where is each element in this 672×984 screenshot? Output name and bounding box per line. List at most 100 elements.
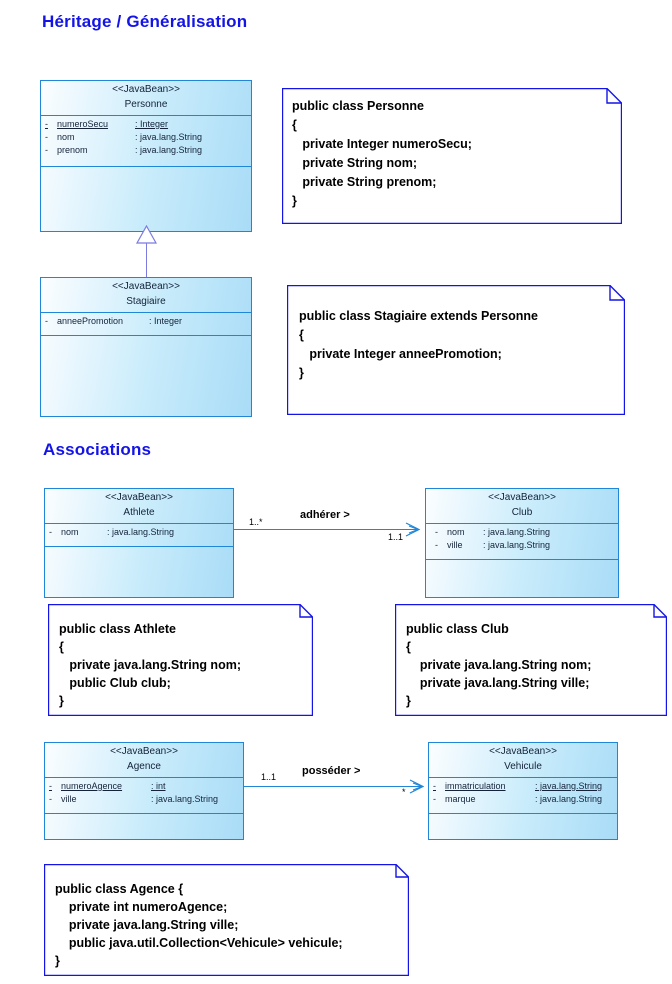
attribute-visibility: - — [45, 145, 48, 155]
attribute-row: - marque : java.lang.String — [429, 793, 617, 806]
attribute-visibility: - — [45, 316, 48, 326]
note-code-text: public class Club { private java.lang.St… — [406, 622, 592, 708]
attribute-type: : java.lang.String — [151, 794, 219, 804]
attribute-type: : java.lang.String — [483, 527, 551, 537]
note-code-text: public class Stagiaire extends Personne … — [299, 309, 538, 380]
note-code-text: public class Agence { private int numero… — [55, 882, 343, 968]
association-multiplicity-target-posseder: * — [402, 787, 406, 797]
attribute-visibility: - — [435, 527, 438, 537]
association-multiplicity-source-posseder: 1..1 — [261, 772, 277, 782]
attribute-row: - numeroSecu : Integer — [41, 118, 251, 131]
attribute-row: - anneePromotion : Integer — [41, 315, 251, 328]
association-arrowhead-icon — [405, 522, 421, 537]
note-athlete-code: public class Athlete { private java.lang… — [48, 604, 313, 716]
attribute-name: nom — [447, 527, 465, 537]
note-shape-icon — [44, 864, 409, 976]
attribute-name: anneePromotion — [57, 316, 124, 326]
attribute-visibility: - — [49, 781, 52, 791]
attribute-name: numeroSecu — [57, 119, 109, 129]
attribute-visibility: - — [49, 794, 52, 804]
uml-class-club[interactable]: <<JavaBean>> Club - nom : java.lang.Stri… — [425, 488, 619, 598]
association-arrowhead-icon — [409, 779, 425, 794]
uml-attributes-athlete: - nom : java.lang.String — [45, 524, 233, 547]
note-code-text: public class Personne { private Integer … — [292, 99, 472, 208]
uml-class-vehicule[interactable]: <<JavaBean>> Vehicule - immatriculation … — [428, 742, 618, 840]
association-label-adherer: adhérer > — [300, 509, 350, 521]
attribute-name: nom — [61, 527, 79, 537]
uml-class-name-personne: Personne — [124, 98, 168, 110]
attribute-type: : java.lang.String — [107, 527, 175, 537]
uml-class-agence[interactable]: <<JavaBean>> Agence - numeroAgence : int… — [44, 742, 244, 840]
uml-class-name-stagiaire: Stagiaire — [126, 295, 166, 307]
association-line-adherer — [234, 529, 418, 530]
section-title-heritage: Héritage / Généralisation — [42, 12, 248, 31]
uml-class-name-agence: Agence — [127, 760, 161, 772]
attribute-name: marque — [445, 794, 476, 804]
attribute-row: - immatriculation : java.lang.String — [429, 780, 617, 793]
section-title-associations: Associations — [43, 440, 152, 459]
note-agence-code: public class Agence { private int numero… — [44, 864, 409, 976]
attribute-type: : java.lang.String — [483, 540, 551, 550]
uml-stereotype-stagiaire: <<JavaBean>> — [112, 281, 180, 292]
uml-class-stagiaire[interactable]: <<JavaBean>> Stagiaire - anneePromotion … — [40, 277, 252, 417]
uml-class-header-personne: <<JavaBean>> Personne — [41, 81, 251, 116]
attribute-type: : int — [151, 781, 166, 791]
attribute-type: : java.lang.String — [135, 132, 203, 142]
attribute-name: ville — [447, 540, 463, 550]
note-personne-code: public class Personne { private Integer … — [282, 88, 622, 224]
generalization-line-stagiaire-personne — [146, 243, 147, 277]
attribute-name: numeroAgence — [61, 781, 123, 791]
attribute-row: - nom : java.lang.String — [426, 526, 618, 539]
uml-class-personne[interactable]: <<JavaBean>> Personne - numeroSecu : Int… — [40, 80, 252, 232]
attribute-visibility: - — [49, 527, 52, 537]
attribute-visibility: - — [433, 794, 436, 804]
attribute-row: - nom : java.lang.String — [41, 131, 251, 144]
attribute-type: : java.lang.String — [535, 781, 603, 791]
uml-stereotype-athlete: <<JavaBean>> — [105, 492, 173, 503]
uml-attributes-vehicule: - immatriculation : java.lang.String - m… — [429, 778, 617, 814]
association-multiplicity-target-adherer: 1..1 — [388, 532, 404, 542]
attribute-type: : java.lang.String — [535, 794, 603, 804]
note-shape-icon — [48, 604, 313, 716]
attribute-name: ville — [61, 794, 77, 804]
note-shape-icon — [287, 285, 625, 415]
attribute-visibility: - — [45, 132, 48, 142]
attribute-visibility: - — [433, 781, 436, 791]
attribute-row: - prenom : java.lang.String — [41, 144, 251, 157]
attribute-name: nom — [57, 132, 75, 142]
uml-class-name-vehicule: Vehicule — [504, 760, 542, 772]
association-line-posseder — [244, 786, 422, 787]
uml-attributes-agence: - numeroAgence : int - ville : java.lang… — [45, 778, 243, 814]
attribute-row: - nom : java.lang.String — [45, 526, 233, 539]
attribute-row: - ville : java.lang.String — [45, 793, 243, 806]
uml-attributes-stagiaire: - anneePromotion : Integer — [41, 313, 251, 336]
uml-class-header-athlete: <<JavaBean>> Athlete — [45, 489, 233, 524]
note-shape-icon — [395, 604, 667, 716]
uml-stereotype-vehicule: <<JavaBean>> — [489, 746, 557, 757]
attribute-row: - ville : java.lang.String — [426, 539, 618, 552]
note-shape-icon — [282, 88, 622, 224]
uml-class-header-stagiaire: <<JavaBean>> Stagiaire — [41, 278, 251, 313]
uml-attributes-personne: - numeroSecu : Integer - nom : java.lang… — [41, 116, 251, 167]
attribute-type: : Integer — [149, 316, 183, 326]
association-multiplicity-source-adherer: 1..* — [249, 517, 263, 527]
note-stagiaire-code: public class Stagiaire extends Personne … — [287, 285, 625, 415]
uml-class-header-club: <<JavaBean>> Club — [426, 489, 618, 524]
attribute-type: : Integer — [135, 119, 169, 129]
uml-class-header-vehicule: <<JavaBean>> Vehicule — [429, 743, 617, 778]
attribute-row: - numeroAgence : int — [45, 780, 243, 793]
uml-class-header-agence: <<JavaBean>> Agence — [45, 743, 243, 778]
association-label-posseder: posséder > — [302, 765, 361, 777]
uml-stereotype-club: <<JavaBean>> — [488, 492, 556, 503]
uml-class-name-club: Club — [511, 506, 533, 518]
attribute-name: immatriculation — [445, 781, 506, 791]
uml-stereotype-agence: <<JavaBean>> — [110, 746, 178, 757]
attribute-type: : java.lang.String — [135, 145, 203, 155]
uml-attributes-club: - nom : java.lang.String - ville : java.… — [426, 524, 618, 560]
note-code-text: public class Athlete { private java.lang… — [59, 622, 241, 708]
uml-class-name-athlete: Athlete — [123, 506, 155, 518]
uml-class-athlete[interactable]: <<JavaBean>> Athlete - nom : java.lang.S… — [44, 488, 234, 598]
attribute-visibility: - — [435, 540, 438, 550]
attribute-name: prenom — [57, 145, 88, 155]
